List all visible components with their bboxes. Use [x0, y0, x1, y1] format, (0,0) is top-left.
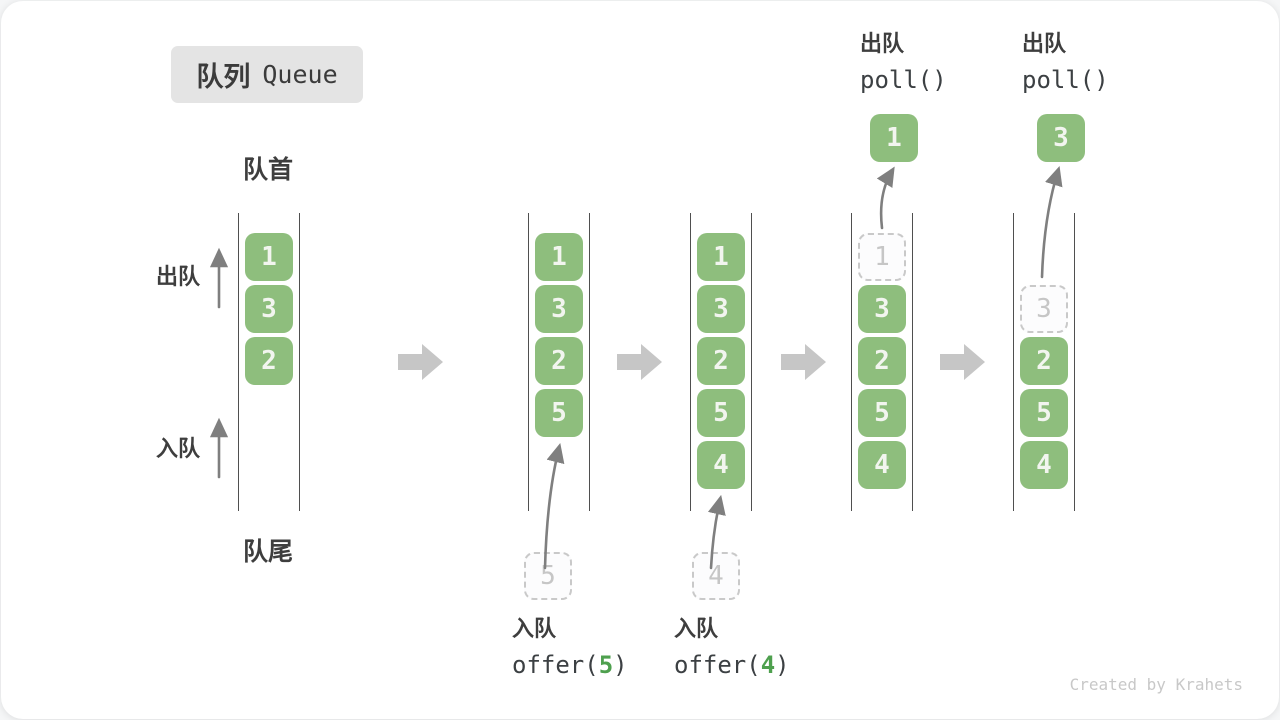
- dequeue-arrow: [1040, 166, 1063, 279]
- dequeue-caption: 出队 poll(): [860, 32, 947, 94]
- next-step-arrow-icon: [617, 343, 663, 381]
- queue-item: 4: [1020, 441, 1068, 489]
- dequeue-caption: 出队 poll(): [1022, 32, 1109, 94]
- queue-item: 4: [858, 441, 906, 489]
- enqueue-caption: 入队 offer(4): [674, 617, 790, 678]
- queue-channel: [1013, 213, 1075, 511]
- dequeue-caption-label: 出队: [860, 32, 905, 57]
- queue-item: 5: [858, 389, 906, 437]
- watermark: Created by Krahets: [1069, 675, 1243, 694]
- enqueue-caption: 入队 offer(5): [512, 617, 628, 678]
- queue-item: 2: [697, 337, 745, 385]
- diagram-title: 队列 Queue: [171, 46, 363, 103]
- incoming-item-dashed: 4: [692, 552, 740, 600]
- label-queue-front: 队首: [243, 155, 294, 184]
- outgoing-item: 3: [1037, 114, 1085, 162]
- queue-channel: [238, 213, 300, 511]
- enqueue-code-arg: 5: [598, 651, 614, 679]
- outgoing-item: 1: [870, 114, 918, 162]
- enqueue-caption-label: 入队: [674, 617, 719, 642]
- dequeue-caption-label: 出队: [1022, 32, 1067, 57]
- enqueue-code-code_after: ): [613, 651, 628, 679]
- queue-item: 1: [535, 233, 583, 281]
- enqueue-caption-label: 入队: [512, 617, 557, 642]
- enqueue-caption-code: offer(5): [512, 653, 628, 677]
- queue-item: 2: [1020, 337, 1068, 385]
- queue-item: 2: [535, 337, 583, 385]
- queue-channel: [528, 213, 590, 511]
- queue-item: 1: [697, 233, 745, 281]
- enqueue-code-code_before: offer(: [674, 651, 761, 679]
- incoming-item-dashed: 5: [524, 552, 572, 600]
- queue-item: 3: [245, 285, 293, 333]
- label-queue-rear: 队尾: [243, 537, 294, 566]
- enqueue-code-code_after: ): [775, 651, 790, 679]
- enqueue-arrow: [543, 442, 565, 570]
- queue-channel: [690, 213, 752, 511]
- next-step-arrow-icon: [940, 343, 986, 381]
- title-english: Queue: [262, 60, 338, 89]
- queue-item: 2: [858, 337, 906, 385]
- dequeue-caption-code: poll(): [860, 66, 947, 94]
- queue-item: 5: [697, 389, 745, 437]
- queue-item-dashed: 3: [1020, 285, 1068, 333]
- queue-item: 2: [245, 337, 293, 385]
- next-step-arrow-icon: [781, 343, 827, 381]
- enqueue-arrow: [707, 494, 726, 570]
- title-chinese: 队列: [196, 62, 251, 93]
- next-step-arrow-icon: [398, 343, 444, 381]
- dequeue-caption-code: poll(): [1022, 66, 1109, 94]
- dequeue-arrow: [876, 166, 895, 230]
- queue-item: 3: [858, 285, 906, 333]
- queue-item-dashed: 1: [858, 233, 906, 281]
- queue-item: 3: [535, 285, 583, 333]
- enqueue-caption-code: offer(4): [674, 653, 790, 677]
- queue-item: 5: [535, 389, 583, 437]
- queue-channel: [851, 213, 913, 511]
- enqueue-code-code_before: offer(: [512, 651, 599, 679]
- label-enqueue-side: 入队: [156, 437, 201, 462]
- enqueue-code-arg: 4: [760, 651, 776, 679]
- queue-item: 5: [1020, 389, 1068, 437]
- queue-item: 1: [245, 233, 293, 281]
- queue-item: 3: [697, 285, 745, 333]
- queue-item: 4: [697, 441, 745, 489]
- label-dequeue-side: 出队: [156, 265, 201, 290]
